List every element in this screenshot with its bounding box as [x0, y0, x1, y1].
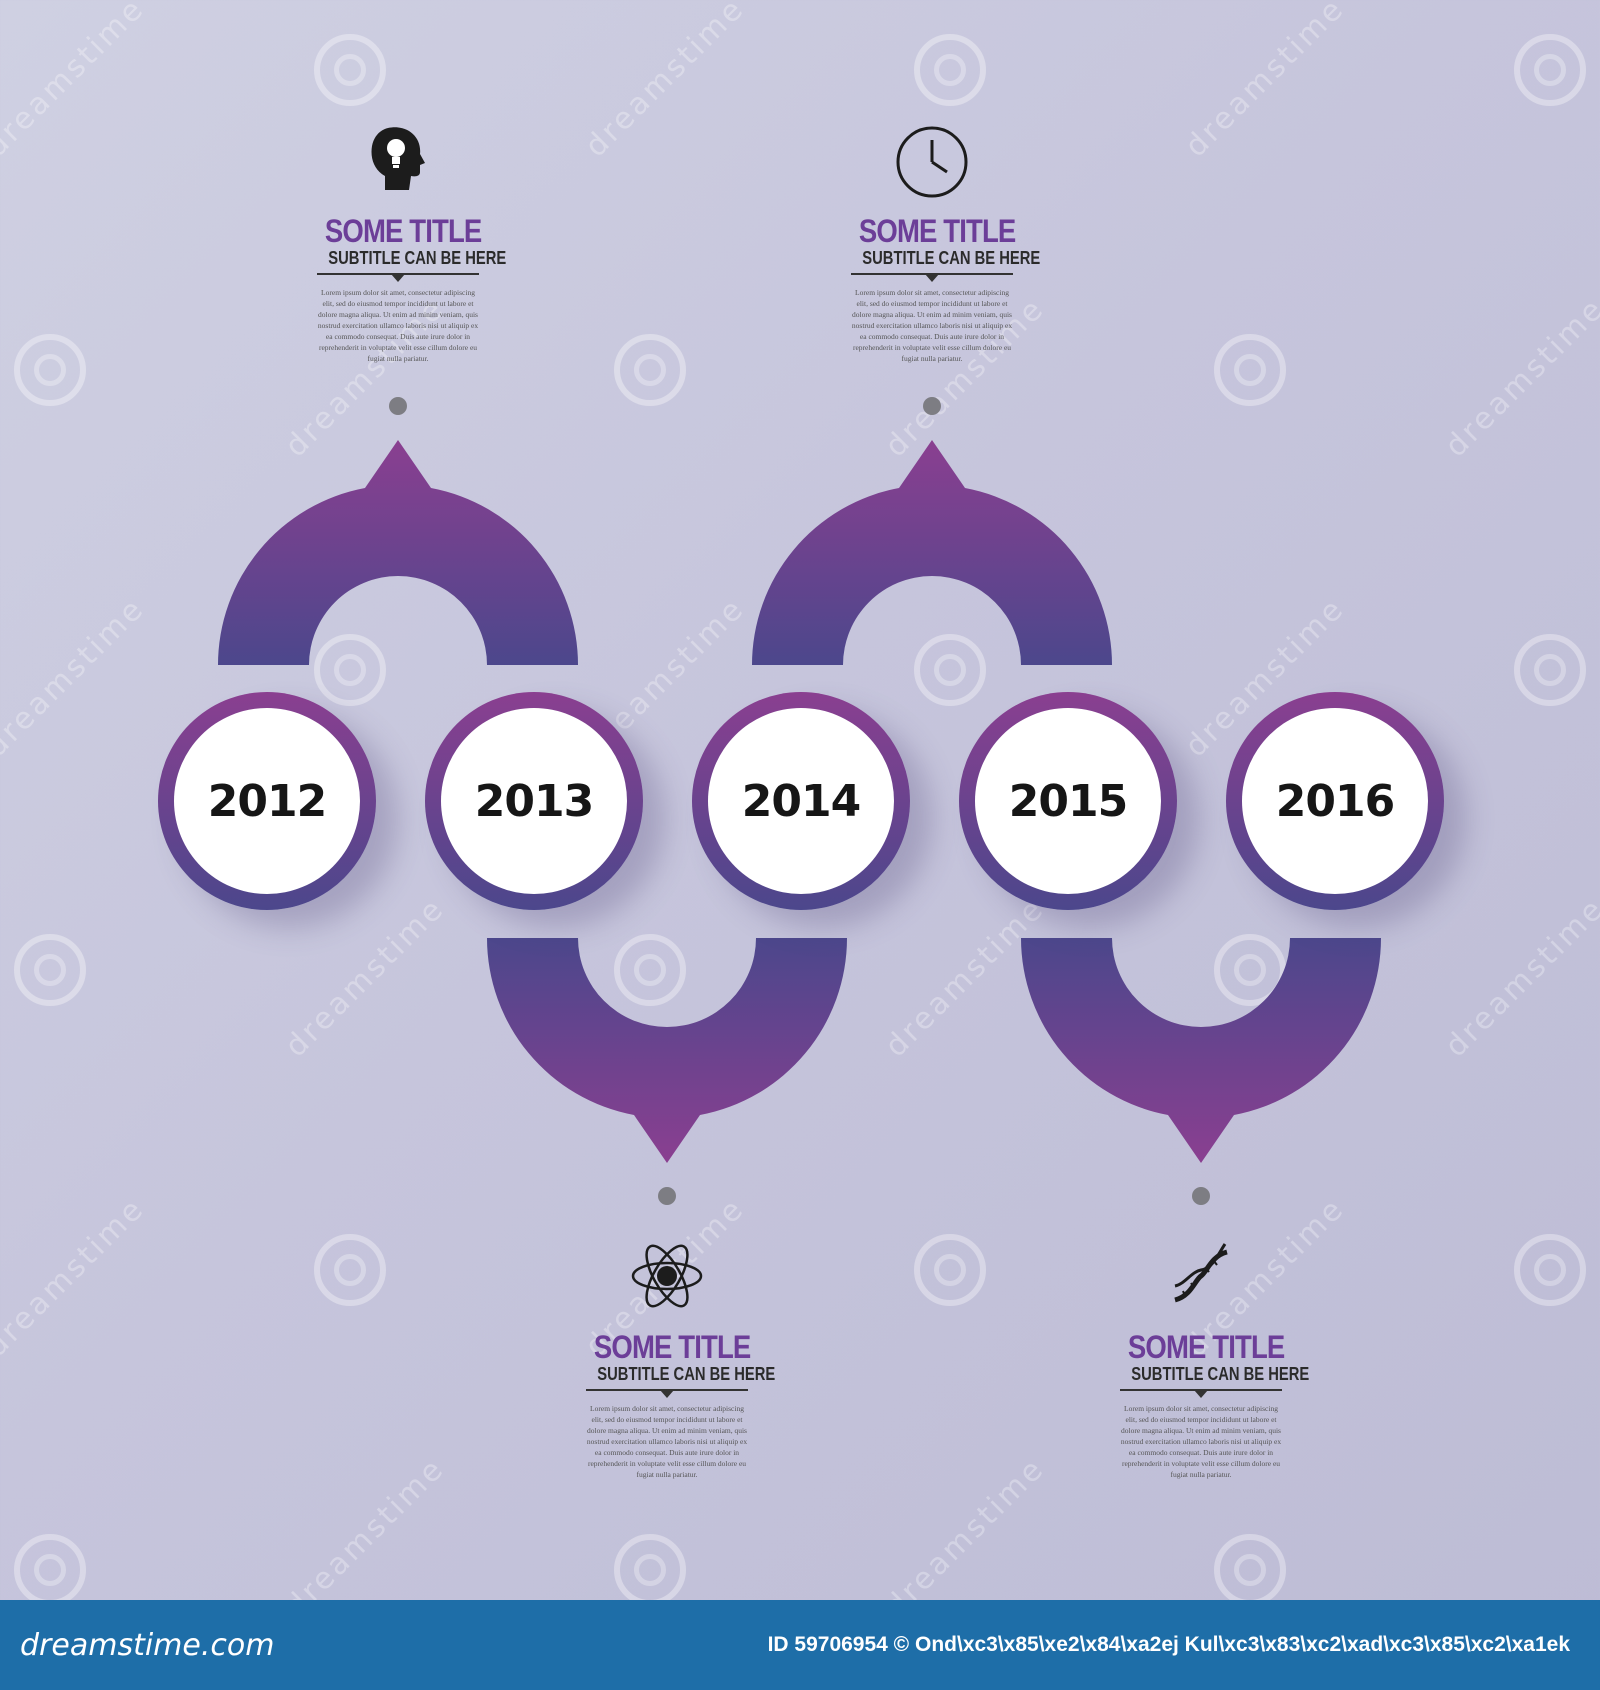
top-arch-2012-2013: [218, 440, 578, 665]
milestone-2: SOME TITLE SUBTITLE CAN BE HERE Lorem ip…: [847, 120, 1041, 364]
milestone-divider: [1120, 1389, 1282, 1398]
year-label: 2015: [1008, 775, 1128, 827]
milestone-title: SOME TITLE: [858, 213, 1016, 249]
milestone-subtitle: SUBTITLE CAN BE HERE: [1131, 1364, 1310, 1384]
year-node-face: 2012: [174, 708, 360, 894]
head-lightbulb-icon: [358, 120, 438, 200]
year-node-2016[interactable]: 2016: [1226, 692, 1444, 910]
connector-dot: [389, 397, 407, 415]
year-node-2014[interactable]: 2014: [692, 692, 910, 910]
clock-icon: [892, 120, 972, 200]
bottom-arch-2013-2014: [486, 938, 847, 1163]
top-arch-2014-2015: [752, 440, 1112, 665]
year-node-face: 2016: [1242, 708, 1428, 894]
milestone-subtitle: SUBTITLE CAN BE HERE: [862, 248, 1041, 268]
year-label: 2014: [741, 775, 861, 827]
year-node-face: 2013: [441, 708, 627, 894]
connector-dot: [923, 397, 941, 415]
milestone-body: Lorem ipsum dolor sit amet, consectetur …: [586, 1404, 748, 1479]
year-label: 2012: [207, 775, 327, 827]
milestone-body: Lorem ipsum dolor sit amet, consectetur …: [851, 288, 1013, 363]
brand-logo-text[interactable]: dreamstime.com: [20, 1627, 275, 1663]
milestone-4: SOME TITLE SUBTITLE CAN BE HERE Lorem ip…: [1116, 1236, 1310, 1480]
bottom-arch-2015-2016: [1021, 938, 1381, 1163]
milestone-title: SOME TITLE: [593, 1329, 751, 1365]
stock-footer-bar: dreamstime.com ID 59706954 © Ond\xc3\x85…: [0, 1600, 1600, 1690]
year-label: 2016: [1275, 775, 1395, 827]
milestone-body: Lorem ipsum dolor sit amet, consectetur …: [1120, 1404, 1282, 1479]
image-credit: ID 59706954 © Ond\xc3\x85\xe2\x84\xa2ej …: [767, 1633, 1570, 1656]
year-label: 2013: [474, 775, 594, 827]
milestone-divider: [317, 273, 479, 282]
milestone-title: SOME TITLE: [324, 213, 482, 249]
milestone-title: SOME TITLE: [1127, 1329, 1285, 1365]
milestone-subtitle: SUBTITLE CAN BE HERE: [328, 248, 507, 268]
connector-dot: [658, 1187, 676, 1205]
milestone-divider: [851, 273, 1013, 282]
year-node-2012[interactable]: 2012: [158, 692, 376, 910]
year-node-face: 2015: [975, 708, 1161, 894]
year-node-face: 2014: [708, 708, 894, 894]
milestone-3: SOME TITLE SUBTITLE CAN BE HERE Lorem ip…: [582, 1236, 776, 1480]
milestone-divider: [586, 1389, 748, 1398]
infographic-stage: dreamstime dreamstime dreamstime dreamst…: [14, 34, 1586, 1606]
milestone-body: Lorem ipsum dolor sit amet, consectetur …: [317, 288, 479, 363]
atom-icon: [627, 1236, 707, 1316]
dna-icon: [1161, 1236, 1241, 1316]
year-node-2013[interactable]: 2013: [425, 692, 643, 910]
year-node-2015[interactable]: 2015: [959, 692, 1177, 910]
milestone-subtitle: SUBTITLE CAN BE HERE: [597, 1364, 776, 1384]
connector-dot: [1192, 1187, 1210, 1205]
milestone-1: SOME TITLE SUBTITLE CAN BE HERE Lorem ip…: [313, 120, 507, 364]
timeline-arches: [218, 440, 1381, 1163]
